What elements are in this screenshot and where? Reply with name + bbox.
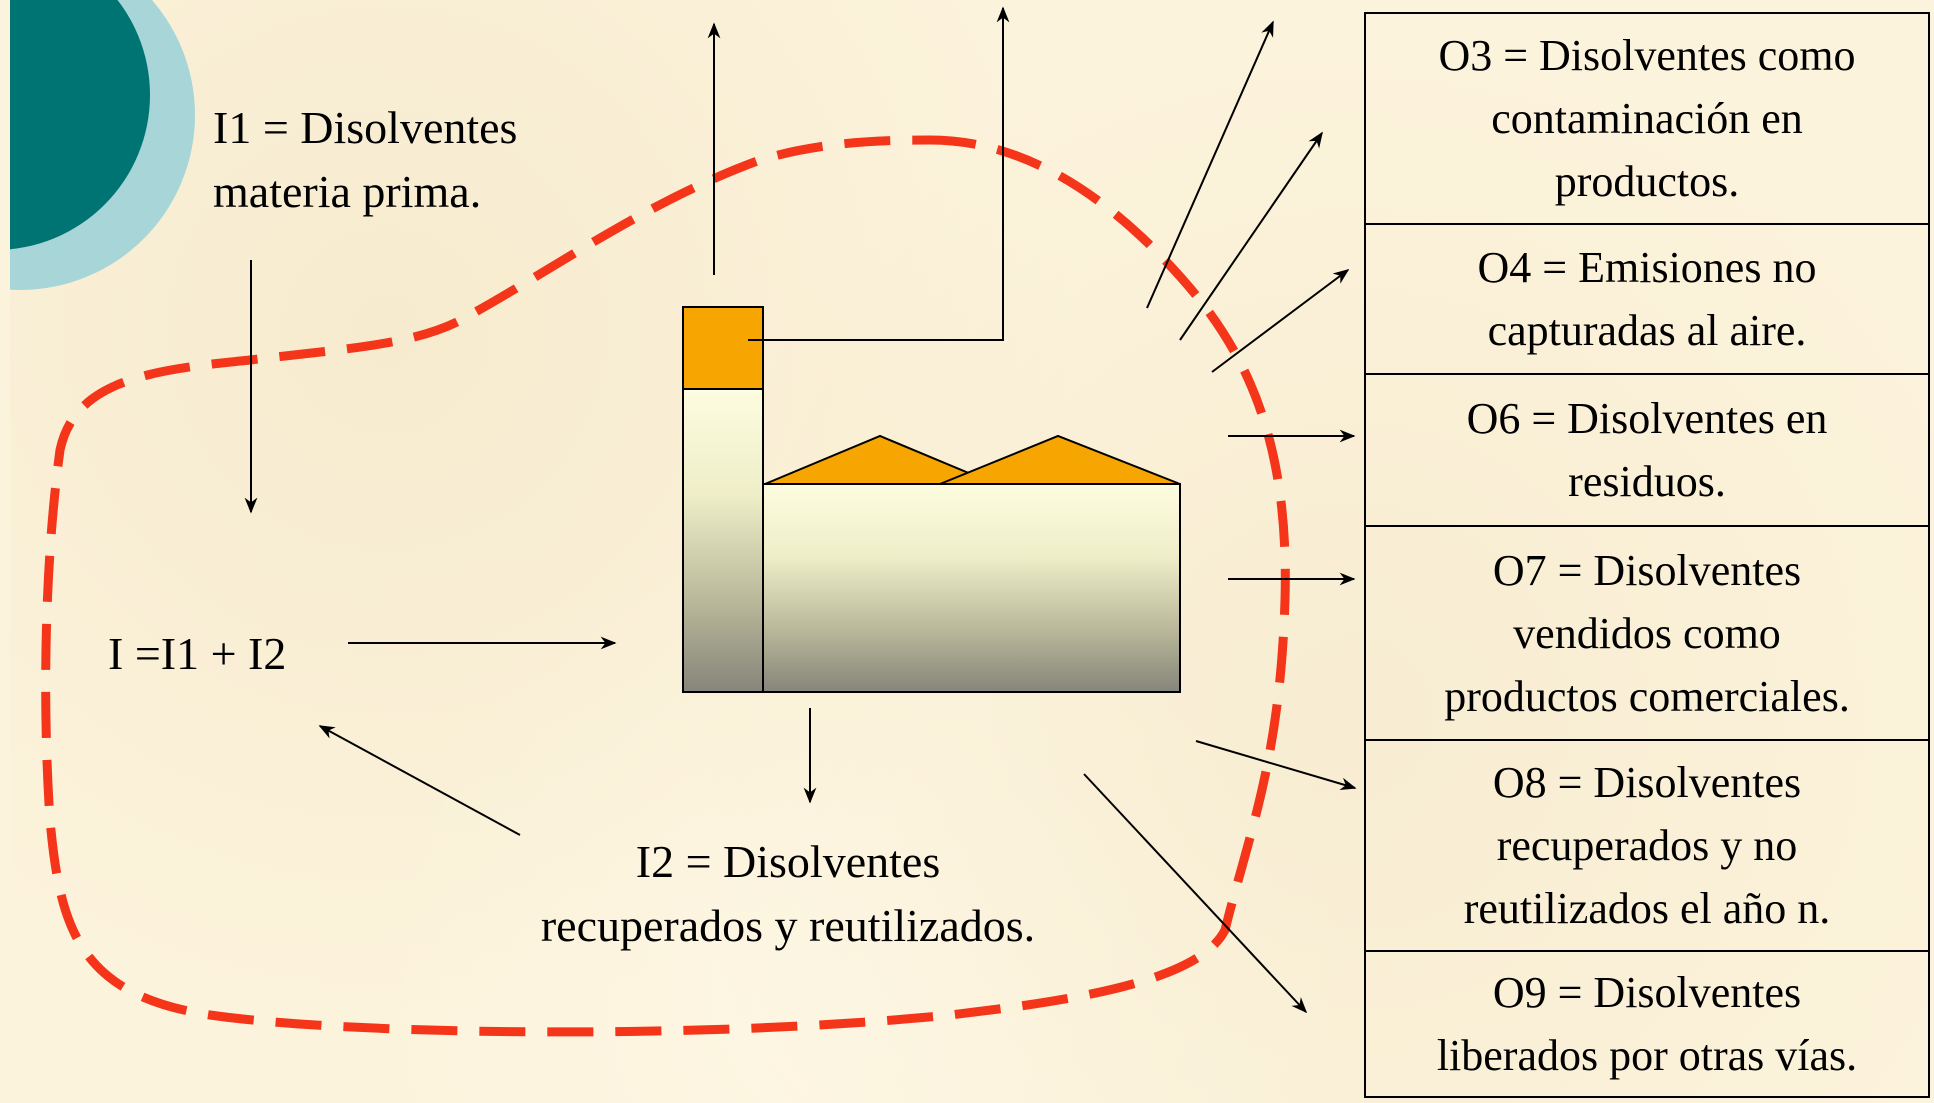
o4-line2: capturadas al aire. (1487, 306, 1807, 355)
label-i1-line1: I1 = Disolventes (213, 102, 518, 153)
output-box-o8: O8 = Disolventes recuperados y no reutil… (1364, 739, 1930, 952)
arrow-chimney-elbow (748, 6, 1010, 341)
output-box-o4: O4 = Emisiones no capturadas al aire. (1364, 223, 1930, 375)
label-i2-line2: recuperados y reutilizados. (540, 900, 1036, 951)
label-total: I =I1 + I2 (108, 622, 286, 686)
decor-circle-dark (0, 0, 150, 250)
arrow-diag-1 (1146, 20, 1274, 309)
label-total-text: I =I1 + I2 (108, 628, 287, 679)
chimney-top (682, 306, 764, 390)
o7-line2: vendidos como (1513, 608, 1781, 658)
o9-line2: liberados por otras vías. (1436, 1031, 1858, 1080)
arrow-to-o8 (1195, 740, 1357, 791)
o3-line2: contaminación en (1491, 94, 1803, 143)
output-box-o7: O7 = Disolventes vendidos como productos… (1364, 525, 1930, 741)
o6-line2: residuos. (1568, 457, 1726, 506)
o7-line3: productos comerciales. (1444, 671, 1850, 721)
label-i2: I2 = Disolventes recuperados y reutiliza… (478, 830, 1098, 958)
output-box-o6: O6 = Disolventes en residuos. (1364, 373, 1930, 527)
o6-line1: O6 = Disolventes en (1466, 394, 1828, 443)
factory-icon (682, 306, 1181, 693)
o8-line1: O8 = Disolventes (1492, 758, 1802, 807)
factory-building (762, 483, 1181, 693)
o4-line1: O4 = Emisiones no (1477, 243, 1817, 292)
o3-line1: O3 = Disolventes como (1438, 31, 1856, 80)
system-boundary (41, 135, 1290, 1037)
arrow-to-o4 (1211, 269, 1350, 373)
o3-line3: productos. (1554, 157, 1740, 206)
o8-line2: recuperados y no (1496, 821, 1798, 870)
chimney-body (682, 388, 764, 693)
decor-left-edge (0, 0, 10, 1103)
arrow-i2-to-total (318, 725, 521, 836)
arrow-to-o9 (1083, 773, 1308, 1014)
o7-line1: O7 = Disolventes (1492, 545, 1802, 595)
output-box-o9: O9 = Disolventes liberados por otras vía… (1364, 950, 1930, 1098)
label-i1: I1 = Disolventes materia prima. (213, 96, 517, 224)
o9-line1: O9 = Disolventes (1492, 968, 1802, 1017)
output-box-o3: O3 = Disolventes como contaminación en p… (1364, 12, 1930, 225)
arrow-to-o3 (1179, 131, 1323, 341)
label-i1-line2: materia prima. (213, 166, 482, 217)
roof-right (939, 434, 1181, 485)
label-i2-line1: I2 = Disolventes (635, 836, 941, 887)
o8-line3: reutilizados el año n. (1463, 884, 1831, 933)
